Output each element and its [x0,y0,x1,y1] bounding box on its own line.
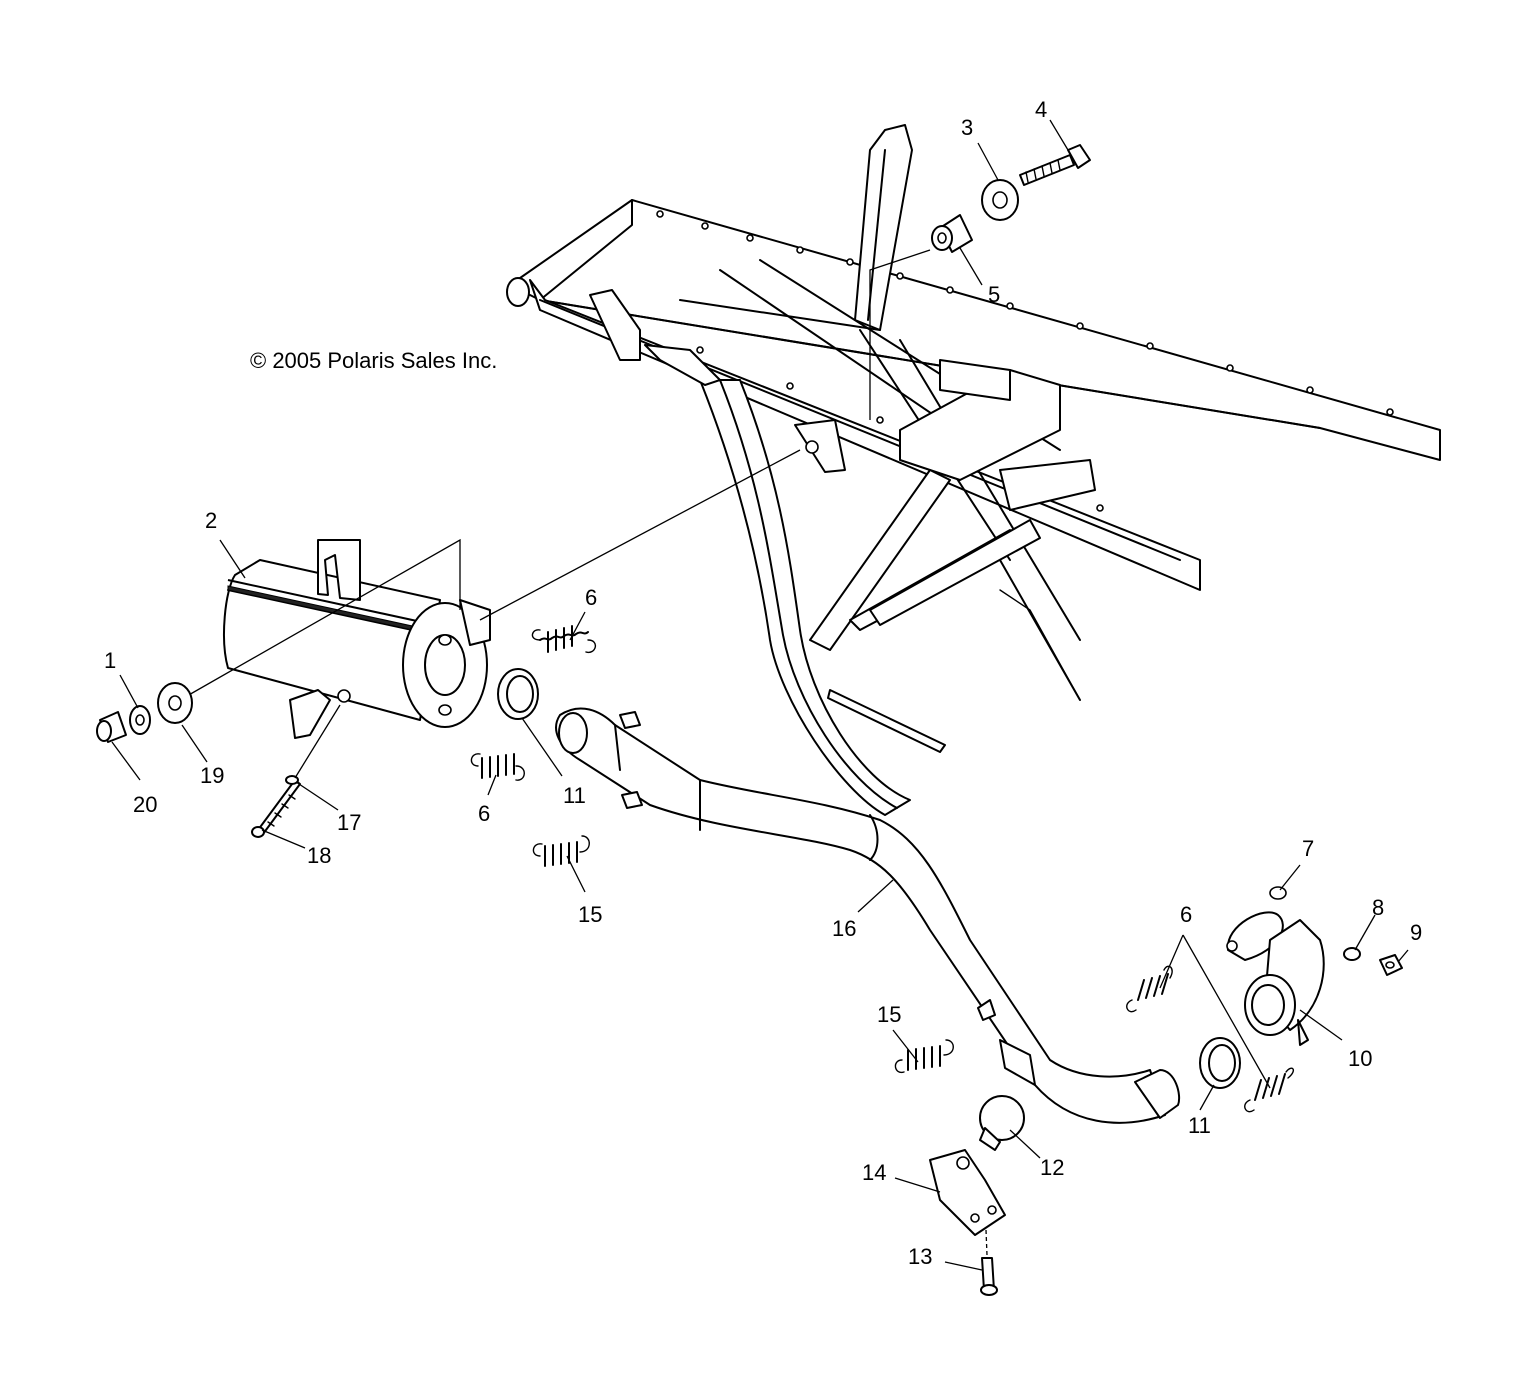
leader-lines [111,119,1409,1271]
callout-2: 2 [205,508,217,533]
copyright-notice: © 2005 Polaris Sales Inc. [250,348,497,373]
callout-11-right: 11 [1188,1113,1211,1138]
spring-6-upper [531,625,596,654]
callout-8: 8 [1372,895,1384,920]
callout-17: 17 [337,810,361,835]
mounting-bracket-14 [929,1149,1006,1236]
spacer-bushing [931,214,973,253]
vehicle-frame [506,124,1441,816]
callout-13: 13 [908,1244,932,1269]
grommet-washer [981,179,1019,221]
callout-15-left: 15 [578,902,602,927]
spring-6-right-upper [1126,965,1173,1013]
callout-20: 20 [133,792,157,817]
callout-12: 12 [1040,1155,1064,1180]
washer-1 [129,705,151,735]
callout-9: 9 [1410,920,1422,945]
muffler [223,539,491,739]
callout-6-middle: 6 [478,801,490,826]
callout-19: 19 [200,763,224,788]
seal-ring-11-left [497,668,539,720]
callout-10: 10 [1348,1046,1372,1071]
spring-6-middle [470,753,525,781]
callout-3: 3 [961,115,973,140]
nut-20 [96,711,127,743]
callout-labels: 1 2 3 4 5 6 6 6 7 8 9 10 11 11 12 13 14 … [104,97,1422,1269]
grommet-19 [157,682,193,724]
mount-bolt [1019,144,1091,186]
frame-holes [656,210,1394,512]
seal-ring-11-right [1199,1037,1241,1089]
callout-18: 18 [307,843,331,868]
spring-6-right-lower [1244,1067,1295,1113]
bolt-13 [980,1257,998,1296]
callout-11-left: 11 [563,783,586,808]
washer-8 [1343,947,1361,961]
callout-4: 4 [1035,97,1047,122]
spring-15-left [532,835,590,867]
callout-6-right: 6 [1180,902,1192,927]
exhaust-elbow-flange-10 [1244,919,1325,1046]
callout-14: 14 [862,1160,886,1185]
callout-7: 7 [1302,836,1314,861]
callout-6-upper: 6 [585,585,597,610]
rubber-isolator-12 [979,1095,1025,1151]
nut-9 [1379,954,1403,976]
bolt-18 [251,779,301,838]
callout-5: 5 [988,282,1000,307]
head-pipe [555,707,1180,1124]
callout-16: 16 [832,916,856,941]
callout-15-lower: 15 [877,1002,901,1027]
callout-1: 1 [104,648,116,673]
